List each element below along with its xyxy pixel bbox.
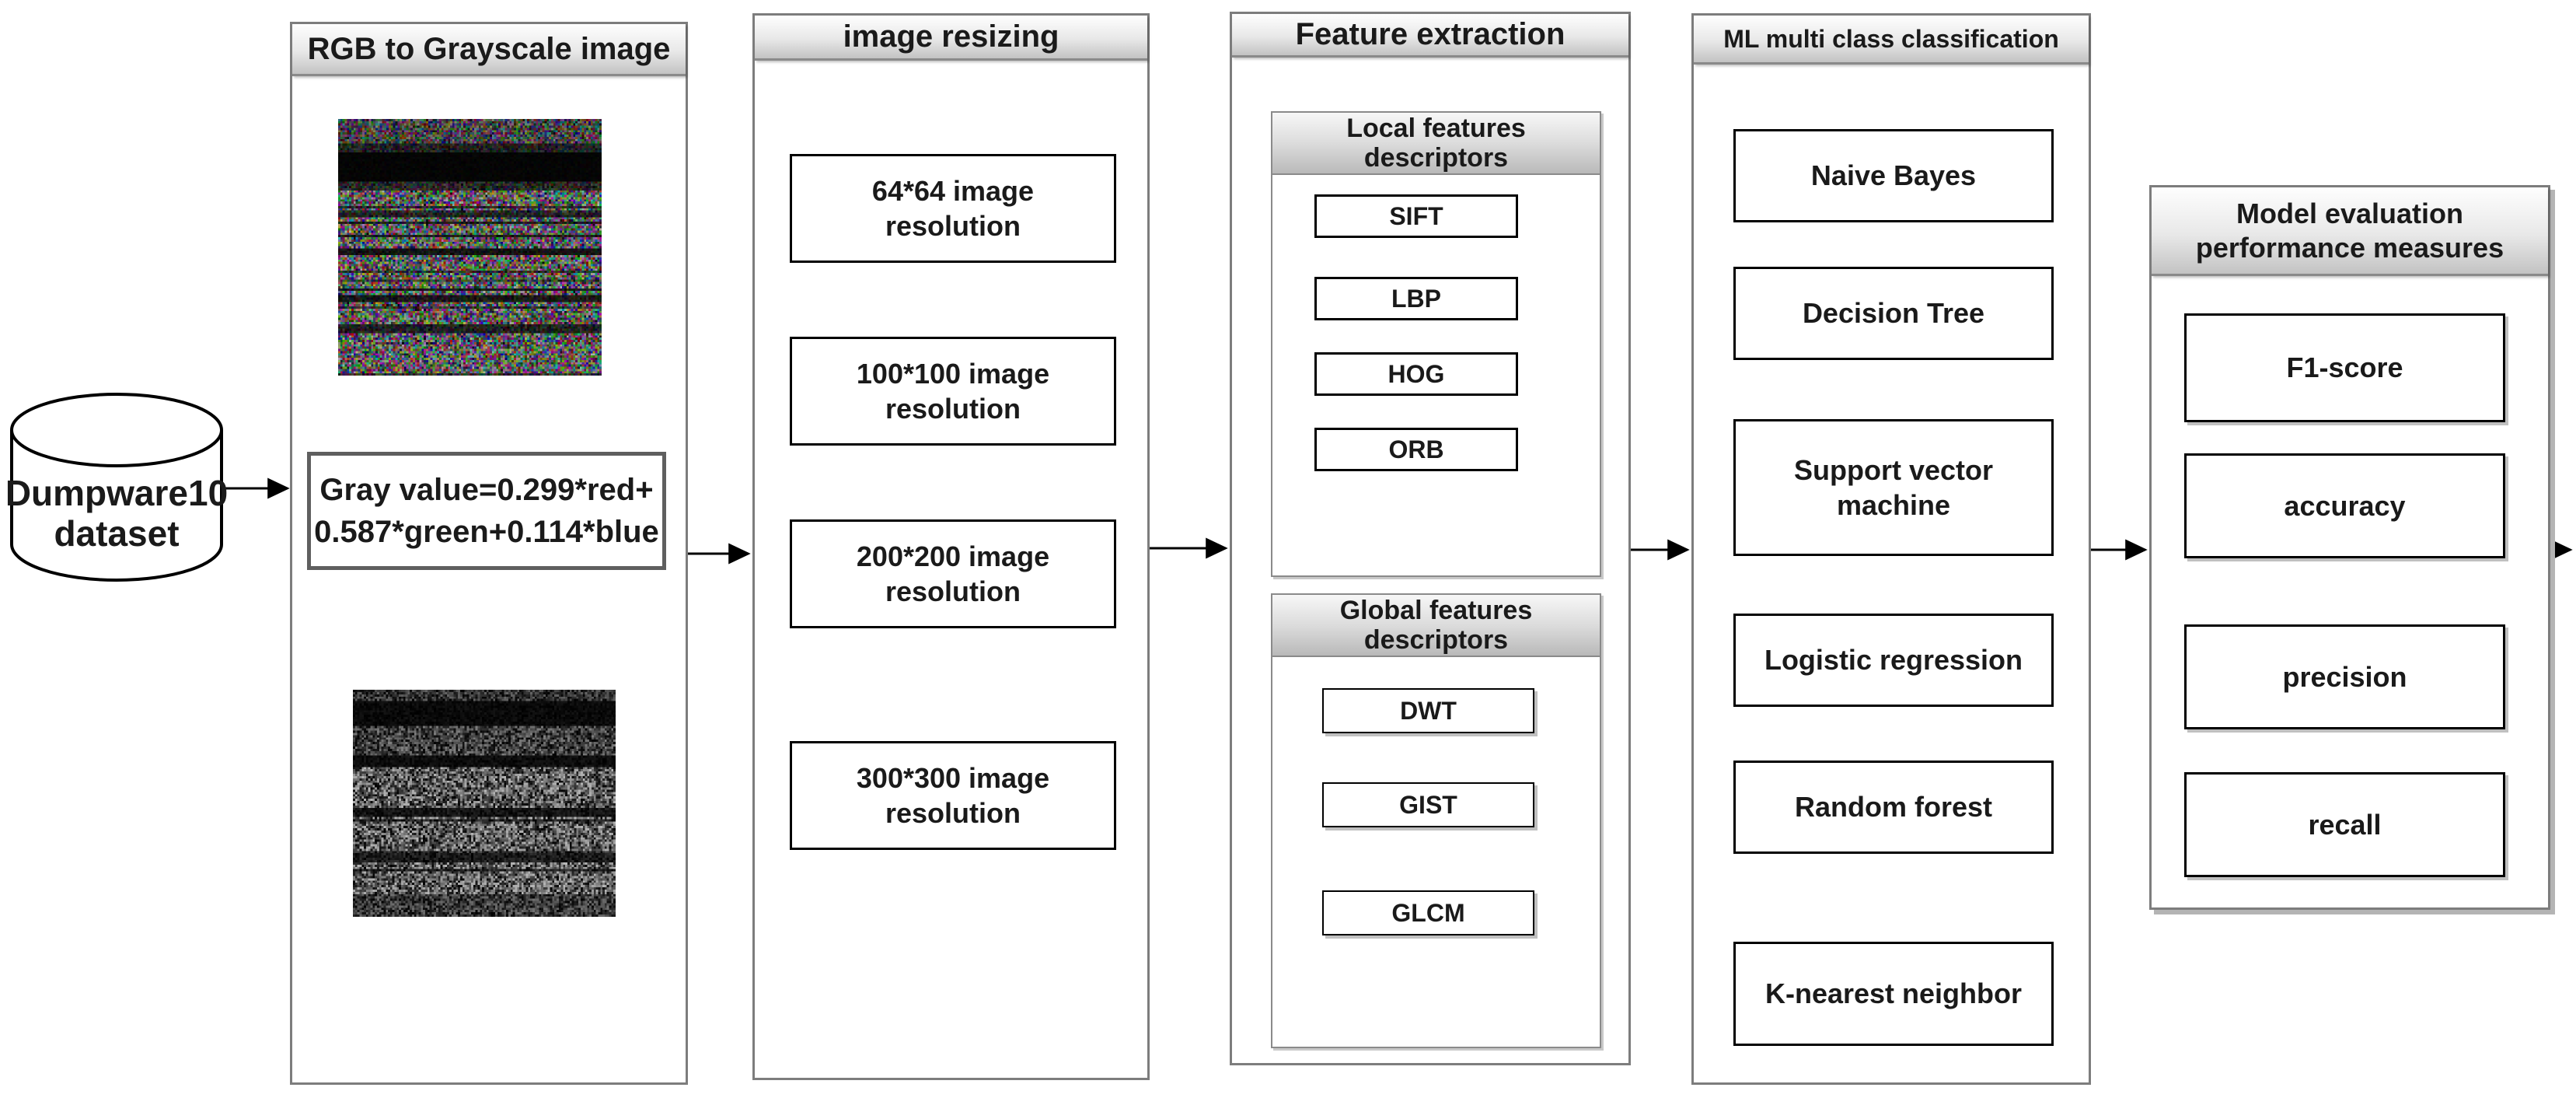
resolution-box-64: 64*64 image resolution [790, 154, 1116, 263]
metric-box-f1-score: F1-score [2184, 313, 2505, 422]
metric-box-recall: recall [2184, 772, 2505, 877]
model-evaluation-title-line1: Model evaluation [2236, 198, 2464, 230]
metric-box-precision: precision [2184, 624, 2505, 729]
panel-feature-extraction: Feature extraction Local features descri… [1230, 12, 1631, 1065]
descriptor-box-dwt: DWT [1322, 688, 1534, 733]
panel-ml-classification: ML multi class classification Naive Baye… [1691, 13, 2091, 1085]
grayscale-formula-box: Gray value=0.299*red+ 0.587*green+0.114*… [307, 452, 666, 570]
descriptor-box-hog: HOG [1314, 352, 1518, 396]
panel-rgb-to-grayscale-title: RGB to Grayscale image [292, 24, 686, 76]
resolution-box-100-label: 100*100 image resolution [856, 358, 1050, 425]
dataset-label-line1: Dumpware10 [5, 473, 229, 513]
classifier-box-decision-tree: Decision Tree [1733, 267, 2054, 360]
classifier-box-naive-bayes: Naive Bayes [1733, 129, 2054, 222]
model-evaluation-title-line2: performance measures [2195, 231, 2504, 264]
global-features-title: Global features descriptors [1272, 595, 1600, 657]
classifier-box-svm: Support vector machine [1733, 419, 2054, 556]
resolution-box-300-label: 300*300 image resolution [856, 762, 1050, 829]
classifier-box-logistic-regression: Logistic regression [1733, 614, 2054, 707]
panel-rgb-to-grayscale: RGB to Grayscale image Gray value=0.299*… [290, 22, 688, 1085]
panel-model-evaluation-title: Model evaluation performance measures [2152, 187, 2548, 276]
descriptor-box-gist: GIST [1322, 782, 1534, 827]
panel-image-resizing: image resizing 64*64 image resolution 10… [752, 13, 1150, 1080]
global-features-title-line1: Global features [1339, 595, 1533, 625]
global-features-title-line2: descriptors [1363, 625, 1509, 655]
formula-line1: Gray value=0.299*red+ [319, 473, 654, 507]
descriptor-box-orb: ORB [1314, 428, 1518, 471]
formula-line2: 0.587*green+0.114*blue [314, 515, 659, 549]
resolution-box-64-label: 64*64 image resolution [871, 175, 1035, 242]
resolution-box-100: 100*100 image resolution [790, 337, 1116, 446]
metric-box-accuracy: accuracy [2184, 453, 2505, 558]
local-features-title-line1: Local features [1346, 113, 1526, 143]
panel-ml-classification-title: ML multi class classification [1694, 16, 2089, 65]
local-features-panel: Local features descriptors SIFT LBP HOG … [1271, 111, 1601, 577]
global-features-panel: Global features descriptors DWT GIST GLC… [1271, 593, 1601, 1048]
panel-image-resizing-title: image resizing [755, 16, 1147, 61]
local-features-title: Local features descriptors [1272, 113, 1600, 175]
resolution-box-200: 200*200 image resolution [790, 519, 1116, 628]
descriptor-box-sift: SIFT [1314, 194, 1518, 238]
classifier-box-random-forest: Random forest [1733, 761, 2054, 854]
resolution-box-200-label: 200*200 image resolution [856, 540, 1050, 607]
descriptor-box-lbp: LBP [1314, 277, 1518, 320]
resolution-box-300: 300*300 image resolution [790, 741, 1116, 850]
database-cylinder-icon [10, 393, 223, 582]
classifier-box-knn: K-nearest neighbor [1733, 942, 2054, 1046]
local-features-title-line2: descriptors [1363, 143, 1509, 173]
dataset-label-line2: dataset [54, 513, 180, 554]
grayscale-malware-bytes-image [353, 690, 616, 917]
classifier-box-svm-label: Support vector machine [1793, 454, 1994, 521]
dataset-label: Dumpware10 dataset [5, 473, 228, 554]
rgb-malware-bytes-image [338, 119, 602, 376]
panel-feature-extraction-title: Feature extraction [1232, 14, 1628, 58]
descriptor-box-glcm: GLCM [1322, 890, 1534, 935]
panel-model-evaluation: Model evaluation performance measures F1… [2149, 185, 2550, 910]
